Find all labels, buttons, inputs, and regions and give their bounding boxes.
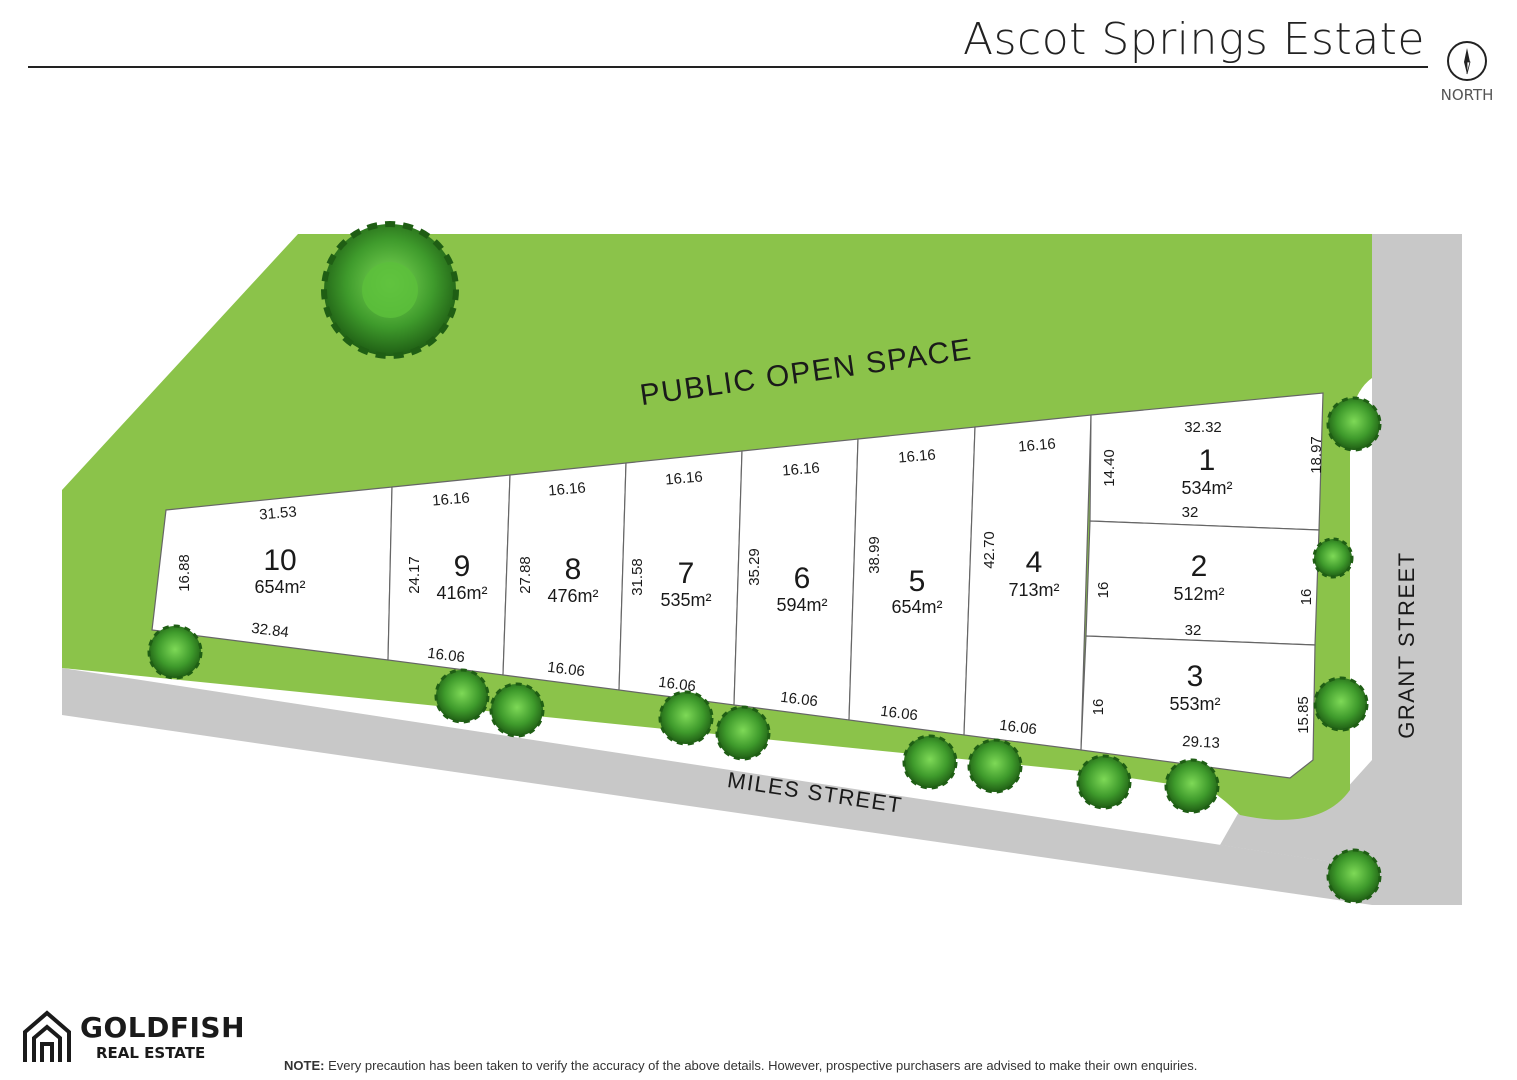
lots-group bbox=[151, 392, 1324, 779]
tree-icon bbox=[658, 690, 714, 746]
north-label: NORTH bbox=[1440, 86, 1494, 104]
house-icon bbox=[23, 1010, 71, 1062]
dim-label: 27.88 bbox=[517, 556, 534, 594]
lot-area: 553m² bbox=[1169, 694, 1220, 714]
dim-label: 16.16 bbox=[432, 489, 471, 509]
dim-label: 29.13 bbox=[1182, 733, 1220, 752]
dim-label: 16.16 bbox=[898, 446, 937, 466]
dim-label: 31.58 bbox=[629, 558, 646, 596]
lot-number: 5 bbox=[909, 565, 926, 598]
miles-street-road bbox=[62, 668, 1372, 905]
lot-number: 7 bbox=[678, 557, 695, 590]
lot-area: 654m² bbox=[254, 577, 305, 597]
dim-label: 14.40 bbox=[1101, 449, 1118, 487]
dim-label: 42.70 bbox=[981, 531, 998, 569]
lot-number: 9 bbox=[454, 550, 471, 583]
lot-number: 1 bbox=[1199, 444, 1216, 477]
tree-icon bbox=[715, 705, 771, 761]
tree-icon bbox=[1313, 676, 1369, 732]
tree-icon bbox=[489, 682, 545, 738]
note-label: NOTE: bbox=[284, 1058, 325, 1073]
dim-label: 16 bbox=[1095, 582, 1112, 599]
dim-label: 16.06 bbox=[426, 645, 465, 666]
dim-label: 16.16 bbox=[665, 468, 704, 488]
dim-label: 32 bbox=[1182, 504, 1199, 521]
lot-area: 512m² bbox=[1173, 584, 1224, 604]
dim-label: 15.85 bbox=[1295, 696, 1312, 734]
dim-label: 16.16 bbox=[1018, 435, 1057, 455]
dim-label: 32.84 bbox=[250, 620, 289, 641]
title-rule bbox=[28, 66, 1428, 68]
dim-label: 16.06 bbox=[998, 717, 1037, 738]
dim-label: 16.88 bbox=[176, 554, 193, 592]
trees bbox=[147, 221, 1382, 904]
tree-icon bbox=[434, 668, 490, 724]
road-curve bbox=[1220, 760, 1372, 868]
tree-icon bbox=[1326, 396, 1382, 452]
tree-icon bbox=[1076, 754, 1132, 810]
lot-area: 416m² bbox=[436, 583, 487, 603]
disclaimer-note: NOTE: Every precaution has been taken to… bbox=[284, 1058, 1197, 1073]
dim-label: 16.06 bbox=[546, 659, 585, 680]
lot-area: 654m² bbox=[891, 597, 942, 617]
lot-area: 594m² bbox=[776, 595, 827, 615]
compass-icon bbox=[1447, 41, 1487, 81]
lot-number: 6 bbox=[794, 562, 811, 595]
dim-label: 32 bbox=[1185, 622, 1202, 639]
grant-street-label: GRANT STREET bbox=[1394, 551, 1419, 739]
dim-label: 18.97 bbox=[1308, 436, 1325, 474]
lot-area: 476m² bbox=[547, 586, 598, 606]
lot-number: 10 bbox=[263, 544, 296, 577]
tree-icon bbox=[902, 734, 958, 790]
tree-icon bbox=[1164, 758, 1220, 814]
lot-area: 713m² bbox=[1008, 580, 1059, 600]
lot-labels: 1 534m² 2 512m² 3 553m² 4 713m² 5 654m² … bbox=[254, 444, 1232, 714]
dimension-labels: 31.53 16.88 32.84 16.16 24.17 16.06 16.1… bbox=[176, 419, 1325, 752]
dim-label: 16.06 bbox=[879, 703, 918, 724]
dim-label: 24.17 bbox=[406, 556, 423, 594]
page-title: Ascot Springs Estate bbox=[962, 14, 1425, 65]
logo-name: GOLDFISH bbox=[80, 1010, 246, 1044]
dim-label: 16 bbox=[1090, 699, 1107, 716]
dim-label: 16.06 bbox=[657, 674, 696, 695]
lot-3[interactable] bbox=[1080, 635, 1316, 779]
lot-number: 3 bbox=[1187, 660, 1204, 693]
logo-subtitle: REAL ESTATE bbox=[96, 1043, 206, 1062]
brand-logo[interactable]: GOLDFISH REAL ESTATE bbox=[22, 1010, 245, 1064]
lot-area: 534m² bbox=[1181, 478, 1232, 498]
tree-icon bbox=[321, 221, 459, 359]
dim-label: 31.53 bbox=[259, 503, 298, 523]
tree-icon bbox=[1312, 537, 1354, 579]
dim-label: 32.32 bbox=[1184, 419, 1222, 436]
north-indicator: NORTH bbox=[1435, 40, 1499, 104]
dim-label: 16.06 bbox=[779, 689, 818, 710]
dim-label: 16.16 bbox=[782, 459, 821, 479]
lot-number: 8 bbox=[565, 553, 582, 586]
lot-2[interactable] bbox=[1085, 520, 1320, 646]
lot-number: 2 bbox=[1191, 550, 1208, 583]
dim-label: 35.29 bbox=[746, 548, 763, 586]
tree-icon bbox=[1326, 848, 1382, 904]
lot-number: 4 bbox=[1026, 546, 1043, 579]
dim-label: 16 bbox=[1298, 589, 1315, 606]
dim-label: 38.99 bbox=[866, 536, 883, 574]
note-text: Every precaution has been taken to verif… bbox=[324, 1058, 1198, 1073]
tree-icon bbox=[147, 624, 203, 680]
tree-icon bbox=[967, 738, 1023, 794]
grant-street-road bbox=[1372, 234, 1462, 905]
lot-area: 535m² bbox=[660, 590, 711, 610]
dim-label: 16.16 bbox=[548, 479, 587, 499]
